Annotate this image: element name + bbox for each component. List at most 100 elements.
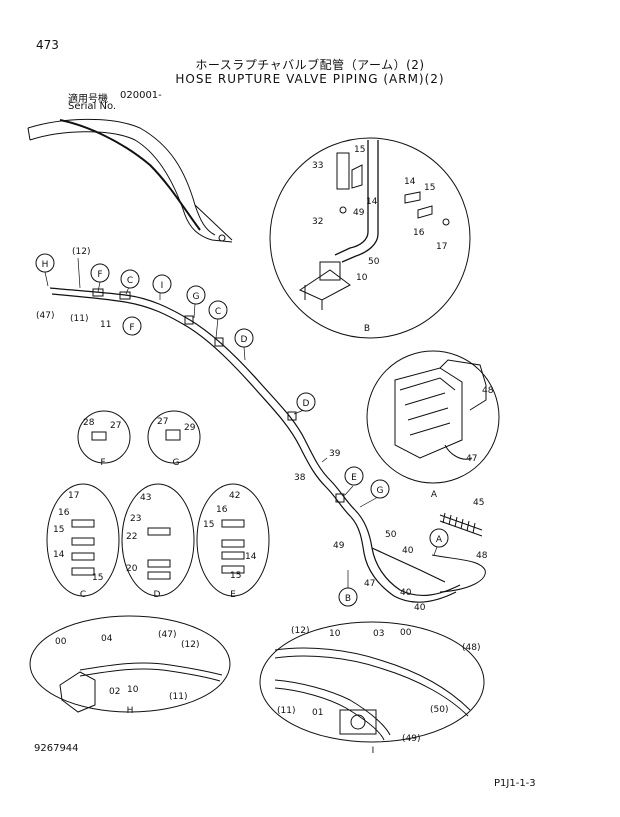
- svg-text:16: 16: [413, 228, 425, 238]
- callout-b: B: [345, 594, 351, 604]
- detail-d-labels: 43 23 22 20 D: [126, 493, 161, 600]
- callout-letters: H F C I G C D D F E G A B: [42, 260, 443, 604]
- svg-text:02: 02: [109, 687, 120, 697]
- part-label: (47): [36, 311, 54, 321]
- part-label: 49: [333, 541, 345, 551]
- svg-text:49: 49: [353, 208, 365, 218]
- svg-text:50: 50: [368, 257, 380, 267]
- view-label-i: I: [372, 746, 375, 756]
- svg-text:16: 16: [216, 505, 228, 515]
- view-label-h: H: [127, 706, 134, 716]
- svg-text:15: 15: [354, 145, 365, 155]
- svg-text:14: 14: [404, 177, 416, 187]
- serial-value: 020001-: [120, 90, 162, 101]
- detail-h-view: [29, 615, 231, 713]
- callout-g: G: [193, 292, 200, 302]
- svg-text:33: 33: [312, 161, 323, 171]
- view-label-e: E: [230, 590, 236, 600]
- svg-text:10: 10: [329, 629, 341, 639]
- callout-h: H: [42, 260, 49, 270]
- svg-text:27: 27: [157, 417, 168, 427]
- detail-e-view: [196, 483, 270, 597]
- svg-text:(50): (50): [430, 705, 448, 715]
- svg-text:15: 15: [203, 520, 214, 530]
- svg-text:47: 47: [466, 454, 477, 464]
- svg-text:14: 14: [53, 550, 65, 560]
- svg-text:04: 04: [101, 634, 113, 644]
- svg-text:10: 10: [127, 685, 139, 695]
- svg-text:14: 14: [366, 197, 378, 207]
- callout-f: F: [129, 323, 134, 333]
- callout-e: E: [351, 473, 357, 483]
- svg-text:22: 22: [126, 532, 137, 542]
- callout-a: A: [436, 535, 443, 545]
- part-label: 39: [329, 449, 341, 459]
- callout-circles: [35, 253, 449, 607]
- detail-c-parts: [71, 519, 95, 576]
- callout-c: C: [215, 307, 221, 317]
- svg-text:15: 15: [230, 571, 241, 581]
- title-japanese: ホースラプチャバルブ配管（アーム）(2): [195, 58, 425, 72]
- svg-text:(11): (11): [277, 706, 295, 716]
- view-label-d: D: [154, 590, 161, 600]
- view-label-g: G: [173, 458, 180, 468]
- detail-d-view: [121, 483, 195, 597]
- svg-text:00: 00: [400, 628, 412, 638]
- detail-g-clamp: [165, 429, 181, 441]
- main-part-numbers: (12) (47) (11) 11 39 38 50 49 40 40 40 4…: [36, 247, 488, 613]
- svg-text:(12): (12): [291, 626, 309, 636]
- detail-i-labels: (12) 10 03 00 (48) (11) 01 (50) (49) I: [277, 626, 480, 756]
- svg-text:20: 20: [126, 564, 138, 574]
- detail-g-view: [147, 410, 201, 464]
- detail-f-clamp: [91, 431, 107, 441]
- svg-text:42: 42: [229, 491, 240, 501]
- arm-silhouette: [27, 118, 233, 243]
- detail-a-view: [366, 350, 500, 484]
- detail-c-view: [46, 483, 120, 597]
- part-label: (12): [72, 247, 90, 257]
- svg-text:(11): (11): [169, 692, 187, 702]
- part-label: 45: [473, 498, 484, 508]
- part-label: (11): [70, 314, 88, 324]
- part-label: 40: [400, 588, 412, 598]
- svg-text:(48): (48): [462, 643, 480, 653]
- view-label-c: C: [80, 590, 86, 600]
- svg-text:32: 32: [312, 217, 323, 227]
- part-label: 48: [476, 551, 488, 561]
- detail-e-parts: [221, 519, 245, 574]
- svg-text:00: 00: [55, 637, 67, 647]
- part-label: 47: [364, 579, 375, 589]
- detail-a-labels: 48 47 A: [431, 386, 494, 500]
- view-label-f: F: [100, 458, 105, 468]
- svg-text:23: 23: [130, 514, 141, 524]
- detail-c-labels: 17 16 15 14 15 C: [53, 491, 103, 600]
- hose-48: [431, 554, 486, 593]
- svg-text:(49): (49): [402, 734, 420, 744]
- detail-f-view: [77, 410, 131, 464]
- detail-f-labels: 28 27 F: [83, 418, 121, 468]
- view-label-b: B: [364, 324, 370, 334]
- callout-i: I: [161, 281, 164, 291]
- view-label-a: A: [431, 490, 438, 500]
- svg-text:(12): (12): [181, 640, 199, 650]
- title-english: HOSE RUPTURE VALVE PIPING (ARM)(2): [175, 72, 445, 86]
- svg-text:10: 10: [356, 273, 368, 283]
- callout-c: C: [127, 276, 133, 286]
- hose-45: [439, 512, 483, 537]
- svg-text:48: 48: [482, 386, 494, 396]
- detail-b-labels: 33 15 14 14 15 32 49 16 17 50 10 B: [312, 145, 447, 334]
- svg-text:17: 17: [436, 242, 447, 252]
- detail-i-view: [259, 621, 485, 743]
- document-number: 9267944: [34, 743, 79, 754]
- svg-text:15: 15: [53, 525, 64, 535]
- callout-d: D: [303, 399, 310, 409]
- page-code: P1J1-1-3: [494, 778, 536, 789]
- svg-text:16: 16: [58, 508, 70, 518]
- part-label: 40: [414, 603, 426, 613]
- callout-d: D: [241, 335, 248, 345]
- svg-text:15: 15: [424, 183, 435, 193]
- part-label: 38: [294, 473, 306, 483]
- svg-text:17: 17: [68, 491, 79, 501]
- svg-text:29: 29: [184, 423, 196, 433]
